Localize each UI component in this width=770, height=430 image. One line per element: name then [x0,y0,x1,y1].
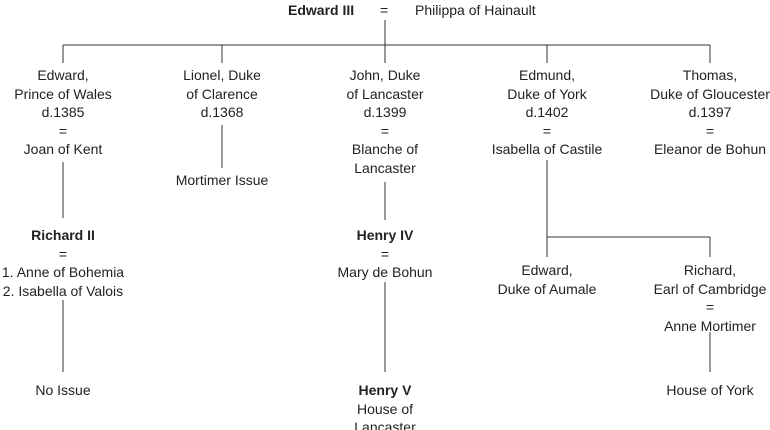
node-text-line: of Clarence [186,85,258,102]
person-name: Henry IV [356,227,414,243]
node-text-line: Edward, [37,67,89,83]
node-text-line: = [705,299,715,315]
person-node-richard2: Richard II = 1. Anne of Bohemia 2. Isabella… [2,226,124,300]
node-text-line: Earl of Cambridge [653,280,767,297]
node-text-line: Duke of Gloucester [650,85,770,102]
person-node-henry5: Henry V House of Lancaster [354,381,415,430]
node-text-line: = [58,122,68,139]
node-text-line: Lancaster [354,159,416,176]
node-text-line: d.1397 [688,104,732,120]
node-text-line: John, Duke [349,67,421,83]
node-text-line: Thomas, [682,67,738,83]
node-text-line: = [705,122,715,139]
person-node-john: John, Duke of Lancaster d.1399 = Blanche of L… [346,66,423,177]
person-name: Richard II [31,227,95,243]
person-node-henry4: Henry IV = Mary de Bohun [338,226,433,282]
root-spouse: Philippa of Hainault [415,2,536,18]
person-node-edward-aumale: Edward, Duke of Aumale [498,261,597,298]
node-text-line: 2. Isabella of Valois [2,282,124,299]
person-node-mortimer: Mortimer Issue [176,171,269,190]
person-node-lionel: Lionel, Duke of Clarence d.1368 [183,66,261,122]
node-text-line: Blanche of [351,141,419,157]
person-name: Henry V [358,382,412,398]
person-node-richard-cam: Richard, Earl of Cambridge = Anne Mortimer [654,261,767,335]
node-text-line: d.1368 [200,104,244,120]
person-node-york: House of York [666,381,753,400]
node-text-line: Edward, [521,262,573,278]
node-text-line: Eleanor de Bohun [653,141,767,157]
node-text-line: Isabella of Castile [491,141,603,157]
node-text-line: Richard, [683,262,737,278]
root-marriage-sign: = [380,2,389,18]
node-text-line: d.1385 [41,104,85,120]
node-text-line: Mary de Bohun [337,264,433,280]
node-text-line: House of York [666,382,754,398]
node-text-line: Duke of Aumale [497,280,597,297]
node-text-line: d.1402 [525,104,569,120]
node-text-line: 1. Anne of Bohemia [1,264,125,280]
root-name: Edward III [288,2,355,18]
node-text-line: Mortimer Issue [175,172,269,188]
node-text-line: d.1399 [363,104,407,120]
node-text-line: = [542,122,552,139]
node-text-line: Edmund, [518,67,576,83]
person-node-noissue: No Issue [35,381,90,400]
node-text-line: Lancaster [354,419,416,430]
node-text-line: = [58,245,68,262]
node-text-line: = [380,245,390,262]
person-node-edward-bp: Edward, Prince of Wales d.1385 = Joan of Ken… [14,66,112,159]
person-node-edmund: Edmund, Duke of York d.1402 = Isabella of Ca… [492,66,603,159]
node-text-line: Duke of York [507,85,587,102]
node-text-line: of Lancaster [346,85,424,102]
node-text-line: No Issue [35,382,91,398]
node-text-line: Joan of Kent [23,141,103,157]
node-text-line: Lionel, Duke [183,67,261,83]
node-text-line: House of [356,400,414,417]
person-node-thomas: Thomas, Duke of Gloucester d.1397 = Eleanor … [650,66,770,159]
node-text-line: Prince of Wales [14,85,112,102]
node-text-line: = [380,122,390,139]
node-text-line: Anne Mortimer [664,317,756,334]
